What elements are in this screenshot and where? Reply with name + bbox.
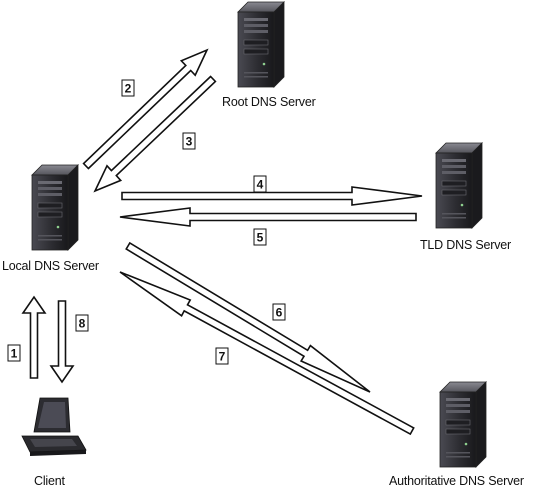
arrow-step-4 — [121, 186, 423, 206]
step-number-6: 6 — [276, 306, 283, 320]
step-box-3 — [182, 132, 196, 150]
arrow-step-5 — [119, 207, 417, 227]
step-box-1 — [7, 344, 21, 362]
step-number-2: 2 — [125, 82, 132, 96]
root-server-icon — [237, 1, 285, 88]
authoritative-server-label: Authoritative DNS Server — [389, 474, 524, 488]
step-number-7: 7 — [219, 350, 226, 364]
step-number-1: 1 — [11, 347, 18, 361]
root-server-label: Root DNS Server — [222, 95, 316, 109]
authoritative-server-icon — [439, 381, 487, 468]
arrow-step-2 — [82, 48, 209, 170]
step-box-5 — [253, 228, 267, 246]
step-box-6 — [272, 303, 286, 321]
local-server-icon — [31, 164, 79, 251]
laptop-icon — [21, 397, 87, 456]
tld-server-icon — [435, 142, 483, 229]
tld-server-label: TLD DNS Server — [420, 238, 511, 252]
arrow-step-1 — [21, 295, 47, 379]
step-number-8: 8 — [79, 317, 86, 331]
step-number-4: 4 — [257, 178, 264, 192]
local-server-label: Local DNS Server — [2, 259, 99, 273]
step-box-4 — [253, 175, 267, 193]
arrow-step-7 — [119, 271, 415, 436]
step-box-8 — [75, 314, 89, 332]
step-box-7 — [215, 347, 229, 365]
step-box-2 — [121, 79, 135, 97]
arrow-group — [21, 48, 423, 436]
arrow-step-8 — [49, 300, 75, 384]
step-number-5: 5 — [257, 231, 264, 245]
step-number-3: 3 — [186, 135, 193, 149]
arrow-step-3 — [93, 75, 217, 193]
step-labels: 1 2 3 4 5 6 7 8 — [7, 79, 286, 365]
client-label: Client — [34, 474, 65, 488]
arrow-step-6 — [125, 241, 371, 393]
